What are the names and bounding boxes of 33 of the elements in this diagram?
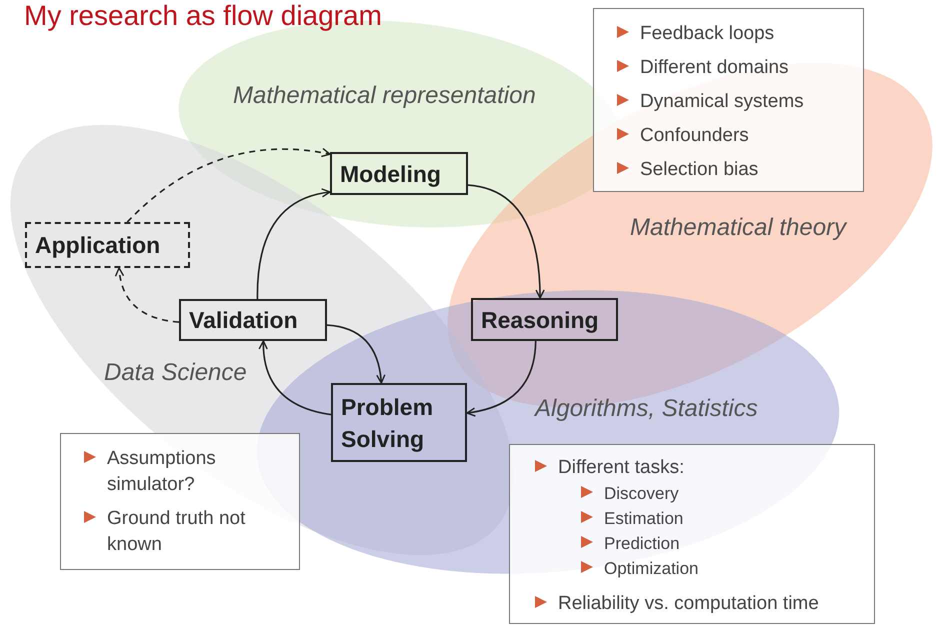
- bullet-text: Selection bias: [640, 158, 758, 182]
- note-card: [509, 444, 875, 624]
- dashed-process-box: Application: [25, 222, 190, 268]
- bullet-text: Dynamical systems: [640, 90, 804, 114]
- region-label: Mathematical representation: [233, 84, 536, 108]
- bullet-text: Feedback loops: [640, 22, 774, 46]
- curved-arrow: [466, 340, 536, 416]
- region-label: Algorithms, Statistics: [535, 397, 758, 421]
- bullet-text: Different tasks:: [558, 456, 684, 480]
- bullet-text: Assumptions simulator?: [107, 447, 217, 497]
- bullet-text: Estimation: [604, 508, 684, 530]
- note-card: [593, 8, 864, 192]
- region-label: Data Science: [104, 361, 247, 385]
- bullet-text: Ground truth not known: [107, 507, 246, 557]
- process-box: Validation: [179, 299, 327, 341]
- process-box: Reasoning: [471, 298, 618, 341]
- dashed-arrow: [115, 267, 180, 323]
- title: My research as flow diagram: [24, 0, 382, 32]
- bullet-text: Prediction: [604, 533, 680, 555]
- bullet-text: Confounders: [640, 124, 749, 148]
- bullet-text: Reliability vs. computation time: [558, 592, 819, 616]
- region-label: Mathematical theory: [630, 216, 846, 240]
- bullet-text: Discovery: [604, 483, 679, 505]
- curved-arrow: [258, 340, 332, 416]
- process-box: Problem Solving: [331, 383, 467, 462]
- bullet-text: Optimization: [604, 558, 698, 580]
- note-card: [60, 433, 300, 570]
- bullet-text: Different domains: [640, 56, 789, 80]
- curved-arrow: [468, 184, 545, 299]
- dashed-arrow: [126, 148, 331, 223]
- process-box: Modeling: [330, 152, 468, 195]
- curved-arrow: [256, 188, 331, 300]
- curved-arrow: [326, 324, 386, 384]
